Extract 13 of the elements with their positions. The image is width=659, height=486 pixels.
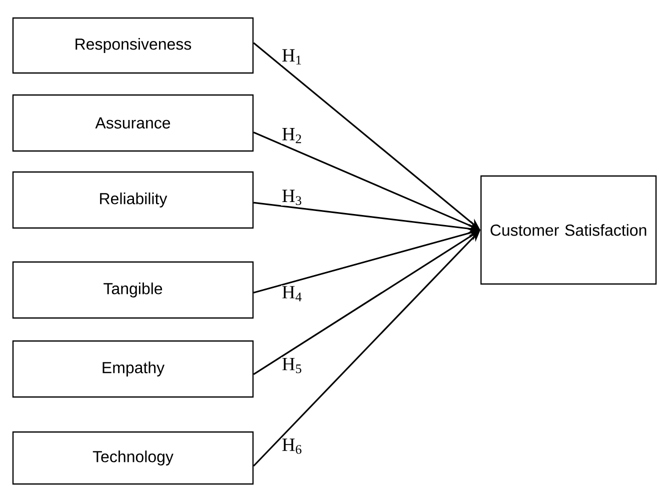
edge-label: H$_{3}$	[281, 189, 304, 206]
edge-label: H$_{5}$	[281, 357, 304, 374]
box: Technology	[12, 431, 254, 485]
box: Assurance	[12, 94, 254, 152]
edge-label: H$_{1}$	[281, 48, 304, 66]
box: Reliability	[12, 171, 254, 229]
box: Responsiveness	[12, 17, 254, 74]
box: Tangible	[12, 261, 254, 319]
edge-label: H$_{6}$	[281, 438, 304, 455]
box: Empathy	[12, 340, 254, 398]
edge-label: H$_{4}$	[281, 285, 304, 302]
edge-label: H$_{2}$	[281, 127, 304, 144]
box: Customer Satisfaction	[480, 175, 657, 285]
